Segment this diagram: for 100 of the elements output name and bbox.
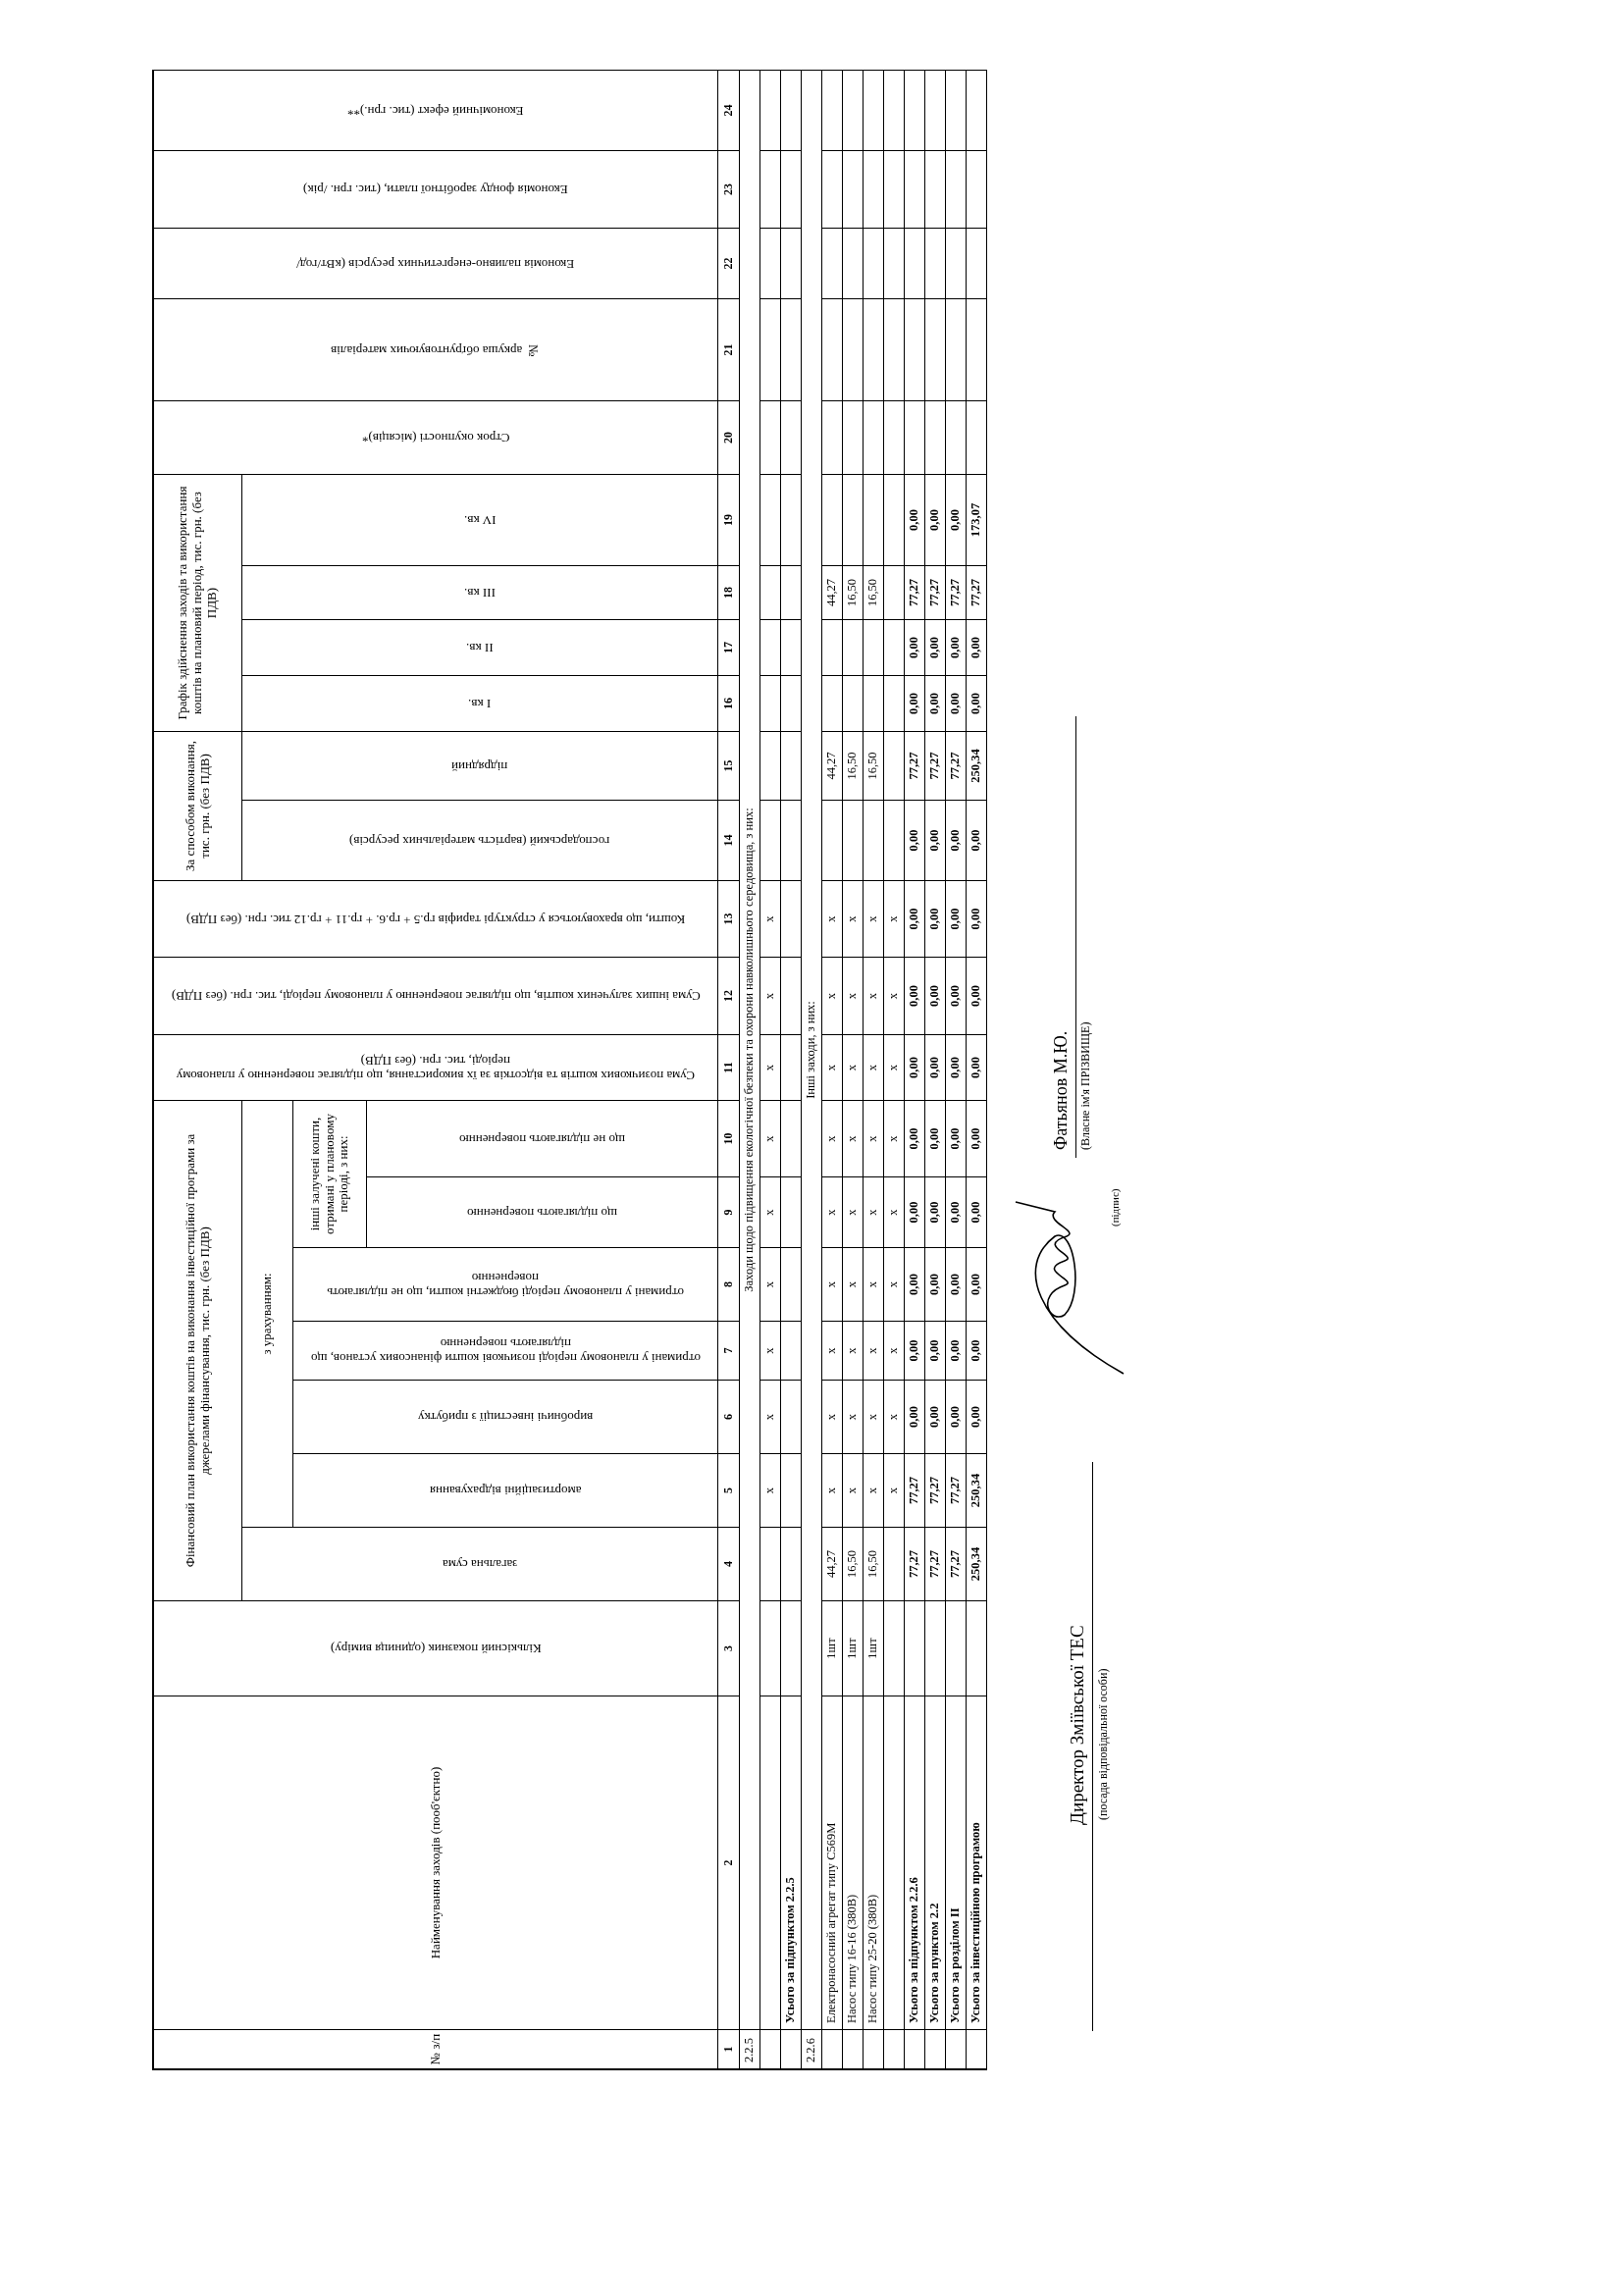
table-cell: х bbox=[760, 880, 781, 957]
table-cell: х bbox=[822, 957, 843, 1034]
table-cell: 0,00 bbox=[905, 880, 925, 957]
table-cell: 16,50 bbox=[843, 565, 864, 619]
table-cell: 0,00 bbox=[905, 1321, 925, 1380]
column-header: III кв. bbox=[242, 565, 718, 619]
table-cell: х bbox=[884, 880, 905, 957]
column-header: Економія фонду заробітної плати, (тис. грн. /рік) bbox=[154, 150, 718, 228]
table-cell: 0,00 bbox=[905, 1247, 925, 1321]
table-cell: 77,27 bbox=[925, 565, 946, 619]
table-cell: 0,00 bbox=[967, 1100, 987, 1176]
column-number: 19 bbox=[718, 474, 740, 565]
column-header: Економія паливно-енергетичних ресурсів (кВт/год/ bbox=[154, 228, 718, 298]
table-cell: 0,00 bbox=[946, 1380, 967, 1453]
table-cell: 77,27 bbox=[925, 731, 946, 800]
column-number: 17 bbox=[718, 619, 740, 675]
table-cell: х bbox=[822, 1321, 843, 1380]
table-cell: 1шт bbox=[864, 1600, 884, 1696]
table-cell: х bbox=[864, 1453, 884, 1527]
caption-text: (Власне ім'я ПРІЗВИЩЕ) bbox=[1078, 1021, 1093, 1150]
table-cell: х bbox=[864, 1321, 884, 1380]
table-cell: 250,34 bbox=[967, 1527, 987, 1600]
table-cell: 2.2.6 bbox=[802, 2029, 822, 2068]
table-cell: 0,00 bbox=[905, 1380, 925, 1453]
table-cell: 0,00 bbox=[925, 1100, 946, 1176]
table-cell: х bbox=[843, 1034, 864, 1100]
column-header: що підлягають поверненню bbox=[367, 1176, 718, 1247]
column-header: Строк окупності (місяців)* bbox=[154, 400, 718, 474]
column-number: 23 bbox=[718, 150, 740, 228]
table-cell: х bbox=[884, 957, 905, 1034]
table-cell: Насос типу 16-16 (380В) bbox=[843, 1696, 864, 2029]
column-number: 11 bbox=[718, 1034, 740, 1100]
table-cell: 44,27 bbox=[822, 565, 843, 619]
table-cell: Усього за підпунктом 2.2.5 bbox=[781, 1696, 802, 2029]
table-cell: х bbox=[843, 880, 864, 957]
column-group-header: Фінансовий план використання коштів на виконання інвестиційної програми за джерелами фінансування, тис. грн. (без ПДВ) bbox=[154, 1100, 242, 1600]
column-header: отримані у плановому періоді бюджетні кошти, що не підлягають поверненню bbox=[293, 1247, 718, 1321]
column-header: амортизаційні відрахування bbox=[293, 1453, 718, 1527]
column-group-header: За способом виконання, тис. грн. (без ПДВ) bbox=[154, 731, 242, 880]
table-cell: 16,50 bbox=[864, 1527, 884, 1600]
column-header: Кошти, що враховуються у структурі тарифів гр.5 + гр.6. + гр.11 + гр.12 тис. грн. (без ПДВ) bbox=[154, 880, 718, 957]
table-cell: х bbox=[843, 1321, 864, 1380]
table-cell: 77,27 bbox=[967, 565, 987, 619]
table-cell: 1шт bbox=[843, 1600, 864, 1696]
table-cell: 0,00 bbox=[925, 1034, 946, 1100]
column-header: загальна сума bbox=[242, 1527, 718, 1600]
table-cell: 0,00 bbox=[967, 675, 987, 731]
table-cell: х bbox=[760, 1176, 781, 1247]
table-cell: 0,00 bbox=[946, 957, 967, 1034]
table-cell: х bbox=[760, 1100, 781, 1176]
table-cell: х bbox=[843, 1453, 864, 1527]
table-cell: х bbox=[884, 1380, 905, 1453]
table-cell: 0,00 bbox=[967, 880, 987, 957]
table-cell: 0,00 bbox=[946, 800, 967, 880]
table-cell: 16,50 bbox=[864, 731, 884, 800]
table-cell: 0,00 bbox=[946, 1176, 967, 1247]
column-header: Найменування заходів (пооб'єктно) bbox=[154, 1696, 718, 2029]
table-cell: 2.2.5 bbox=[740, 2029, 760, 2068]
column-number: 22 bbox=[718, 228, 740, 298]
column-number: 15 bbox=[718, 731, 740, 800]
table-cell: 0,00 bbox=[905, 957, 925, 1034]
column-number: 5 bbox=[718, 1453, 740, 1527]
table-cell: х bbox=[864, 1380, 884, 1453]
table-cell: х bbox=[760, 957, 781, 1034]
table-cell: 77,27 bbox=[905, 731, 925, 800]
table-cell: 77,27 bbox=[925, 1527, 946, 1600]
table-cell: 0,00 bbox=[925, 619, 946, 675]
table-cell: Усього за пунктом 2.2 bbox=[925, 1696, 946, 2029]
table-cell: Електронасосний агрегат типу С569М bbox=[822, 1696, 843, 2029]
table-cell: 16,50 bbox=[864, 565, 884, 619]
table-cell: х bbox=[884, 1100, 905, 1176]
column-header: отримані у плановому періоді позичкові кошти фінансових установ, що підлягають поверненню bbox=[293, 1321, 718, 1380]
column-number: 18 bbox=[718, 565, 740, 619]
section-heading: Заходи щодо підвищення екологічної безпеки та охорони навколишнього середовища, з них: bbox=[740, 70, 760, 2029]
table-cell: 0,00 bbox=[925, 1321, 946, 1380]
table-cell: 0,00 bbox=[925, 800, 946, 880]
table-cell: 1шт bbox=[822, 1600, 843, 1696]
column-group-header: інші залучені кошти, отримані у плановому періоді, з них: bbox=[293, 1100, 367, 1247]
signatory-title: Директор Зміївської ТЕС bbox=[1067, 1625, 1088, 1825]
table-cell: х bbox=[822, 880, 843, 957]
column-number: 6 bbox=[718, 1380, 740, 1453]
column-number: 2 bbox=[718, 1696, 740, 2029]
table-cell: 0,00 bbox=[946, 474, 967, 565]
column-number: 24 bbox=[718, 70, 740, 150]
table-cell: 0,00 bbox=[967, 1034, 987, 1100]
table-cell: 77,27 bbox=[946, 1453, 967, 1527]
column-header: виробничі інвестиції з прибутку bbox=[293, 1380, 718, 1453]
table-cell: 0,00 bbox=[967, 957, 987, 1034]
table-cell: х bbox=[884, 1176, 905, 1247]
table-cell: х bbox=[760, 1247, 781, 1321]
table-cell: 0,00 bbox=[946, 1247, 967, 1321]
table-cell: х bbox=[864, 1100, 884, 1176]
table-cell: Насос типу 25-20 (380В) bbox=[864, 1696, 884, 2029]
table-cell: 0,00 bbox=[925, 1247, 946, 1321]
table-cell: 0,00 bbox=[967, 619, 987, 675]
column-header: підрядний bbox=[242, 731, 718, 800]
column-number: 3 bbox=[718, 1600, 740, 1696]
table-cell: 0,00 bbox=[925, 880, 946, 957]
table-cell: х bbox=[864, 957, 884, 1034]
table-cell: 0,00 bbox=[946, 1100, 967, 1176]
